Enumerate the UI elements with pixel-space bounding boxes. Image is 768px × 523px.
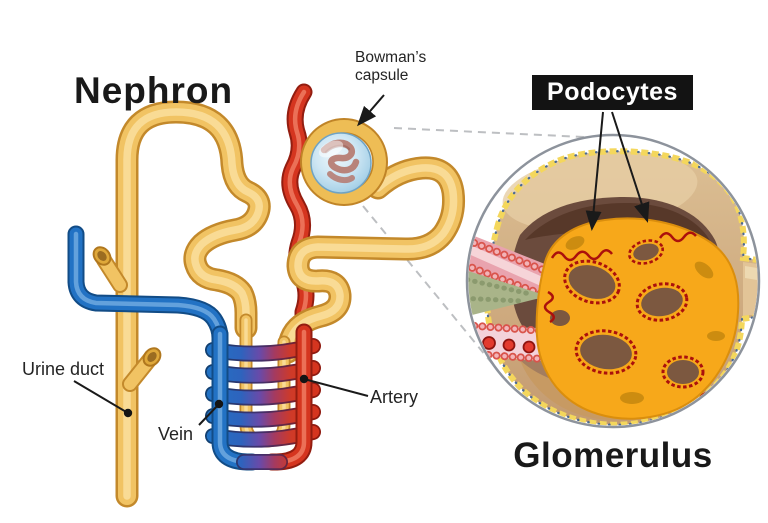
urine-duct-leader-dot	[123, 408, 133, 418]
magnifier-dashed-lines	[362, 127, 585, 368]
bowmans-capsule-label: Bowman’s capsule	[355, 49, 426, 84]
artery-tube	[290, 92, 306, 334]
podocyte-cells	[535, 217, 740, 420]
glomerulus-title: Glomerulus	[513, 436, 713, 475]
podocytes-arrow-left	[585, 111, 604, 231]
artery-label: Artery	[370, 387, 419, 407]
vein-leader-dot	[214, 399, 224, 409]
annotations	[73, 94, 650, 426]
magnifier-circle-outline	[465, 133, 761, 429]
podocytes-label-box: Podocytes	[532, 75, 693, 110]
bowmans-capsule	[300, 118, 388, 206]
bowmans-capsule-label-line2: capsule	[355, 66, 409, 84]
duct-branch-stubs	[92, 246, 162, 384]
glomerulus-magnified-view	[465, 133, 761, 429]
urine-duct-leader-line	[73, 380, 129, 414]
artery-leader-line	[303, 378, 369, 397]
macula-densa-cells	[468, 266, 548, 320]
bowmans-capsule-label-line1: Bowman’s	[355, 49, 427, 66]
artery-leader-dot	[299, 374, 309, 384]
vein-label: Vein	[158, 424, 194, 444]
vein-leader-line	[198, 403, 220, 426]
bowmans-capsule-arrow	[357, 94, 385, 127]
capsule-membrane-cells	[484, 148, 758, 426]
podocytes-label: Podocytes	[547, 78, 678, 106]
urine-duct-label: Urine duct	[22, 359, 105, 379]
nephron-title: Nephron	[74, 70, 234, 111]
loop-of-henle	[205, 320, 321, 462]
urine-duct-and-tubule	[92, 112, 259, 496]
podocytes-arrow-right	[611, 111, 650, 223]
